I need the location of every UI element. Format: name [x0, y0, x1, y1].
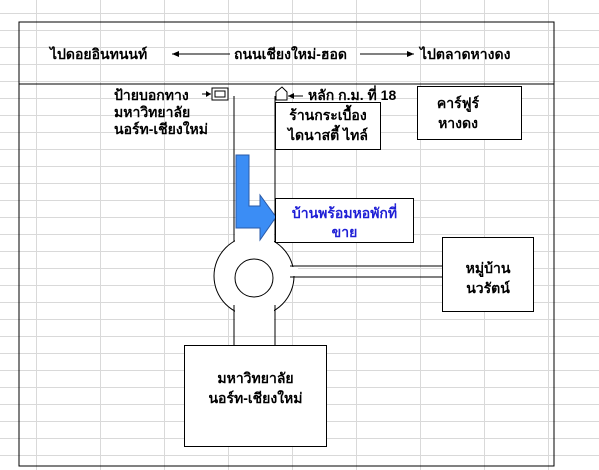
sign-label-line3: นอร์ท-เชียงใหม่ [114, 121, 209, 137]
tile-shop-line2: ไดนาสตี้ ไทล์ [288, 127, 368, 143]
university-line1: มหาวิทยาลัย [217, 370, 294, 386]
village-box: หมู่บ้าน นวรัตน์ [442, 237, 534, 312]
road-label-center: ถนนเชียงใหม่-ฮอด [234, 46, 347, 62]
road-arrow-left [172, 51, 230, 57]
carrefour-line2: หางดง [438, 115, 478, 131]
carrefour-box: คาร์ฟูร์ หางดง [417, 86, 522, 140]
property-line1: บ้านพร้อมหอพักที่ [291, 205, 398, 221]
property-line2: ขาย [331, 224, 358, 240]
road-label-right: ไปตลาดหางดง [420, 46, 511, 62]
sign-label: ป้ายบอกทาง มหาวิทยาลัย นอร์ท-เชียงใหม่ [114, 87, 208, 138]
village-line1: หมู่บ้าน [465, 260, 511, 276]
km-marker-label: หลัก ก.ม. ที่ 18 [308, 87, 397, 103]
tile-shop-box: ร้านกระเบื้อง ไดนาสตี้ ไทล์ [275, 102, 381, 150]
road-arrow-right [360, 51, 414, 57]
sign-label-line1: ป้ายบอกทาง [114, 87, 189, 103]
km-post-icon [275, 86, 288, 101]
university-box: มหาวิทยาลัย นอร์ท-เชียงใหม่ [184, 345, 327, 447]
road-label-left: ไปดอยอินทนนท์ [50, 46, 148, 62]
sign-label-line2: มหาวิทยาลัย [114, 104, 191, 120]
sign-marker-icon [211, 87, 229, 101]
village-line2: นวรัตน์ [466, 280, 510, 296]
carrefour-line1: คาร์ฟูร์ [436, 95, 480, 111]
tile-shop-line1: ร้านกระเบื้อง [289, 107, 367, 123]
university-line2: นอร์ท-เชียงใหม่ [208, 390, 303, 406]
property-box: บ้านพร้อมหอพักที่ ขาย [275, 198, 414, 243]
direction-arrow-icon [235, 154, 277, 242]
roundabout-island [234, 258, 274, 298]
